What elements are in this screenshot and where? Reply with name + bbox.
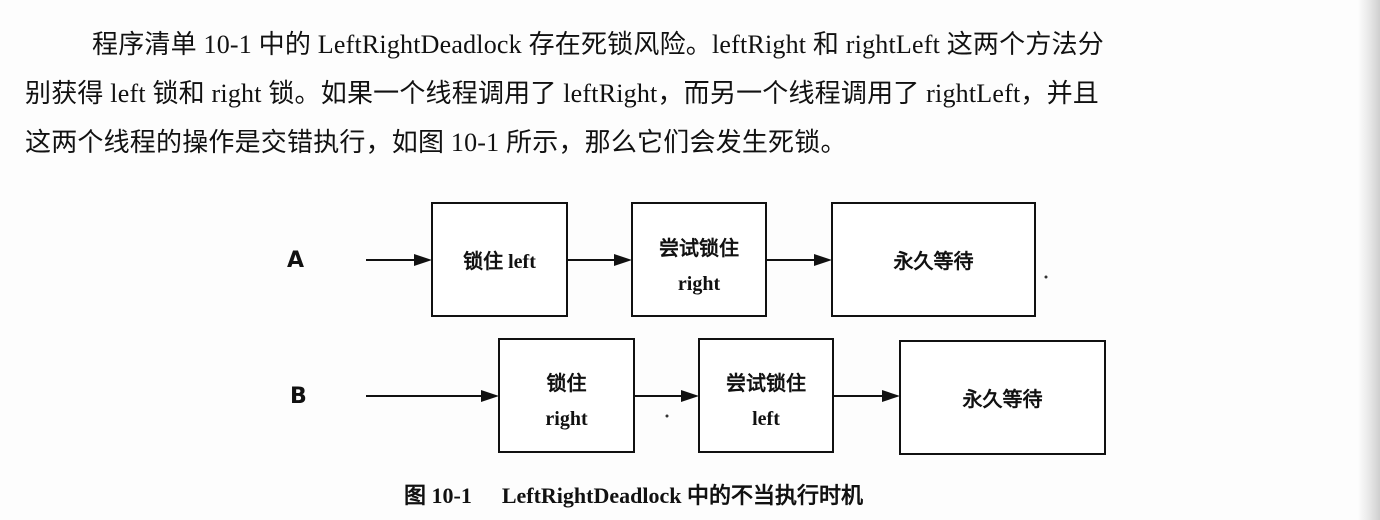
row-a-arrow-1-head (414, 254, 432, 266)
scan-speck (1044, 275, 1048, 279)
row-a-step-2-text-1: 尝试锁住 (659, 236, 739, 260)
row-b-arrow-1-head (481, 390, 499, 402)
paragraph-line-3: 这两个线程的操作是交错执行，如图 10-1 所示，那么它们会发生死锁。 (25, 128, 847, 157)
page-edge-shadow (1358, 0, 1380, 520)
row-b-step-1-box (498, 338, 635, 453)
row-a-step-2-text-2: right (678, 273, 721, 295)
row-b-label: B (290, 384, 307, 409)
row-a-step-3-text: 永久等待 (893, 249, 974, 273)
row-b-step-1-text-1: 锁住 (547, 371, 587, 395)
row-a-arrow-3-head (814, 254, 832, 266)
row-b-arrow-2-head (681, 390, 699, 402)
paragraph-line-2: 别获得 left 锁和 right 锁。如果一个线程调用了 leftRight，… (25, 79, 1099, 108)
row-b-step-2-text-1: 尝试锁住 (726, 371, 806, 395)
row-b-step-3-box (899, 340, 1106, 455)
scan-speck (665, 414, 669, 418)
row-a-label: A (287, 248, 304, 273)
row-a-step-2-box (631, 202, 767, 317)
figure-caption: 图 10-1 LeftRightDeadlock 中的不当执行时机 (404, 478, 863, 510)
row-b-step-2-box (698, 338, 834, 453)
figure-title: LeftRightDeadlock 中的不当执行时机 (501, 483, 863, 508)
row-a-step-1-text: 锁住 left (463, 249, 536, 273)
body-paragraph: 程序清单 10-1 中的 LeftRightDeadlock 存在死锁风险。le… (25, 20, 1365, 167)
row-b-arrow-3-head (882, 390, 900, 402)
row-a-arrow-2-head (614, 254, 632, 266)
paragraph-line-1: 程序清单 10-1 中的 LeftRightDeadlock 存在死锁风险。le… (92, 30, 1104, 59)
row-b-step-2-text-2: left (752, 408, 780, 430)
row-b-step-3-text: 永久等待 (962, 387, 1043, 411)
row-b-step-1-text-2: right (545, 408, 588, 430)
row-a-step-3-box (831, 202, 1036, 317)
figure-number: 图 10-1 (404, 483, 472, 508)
